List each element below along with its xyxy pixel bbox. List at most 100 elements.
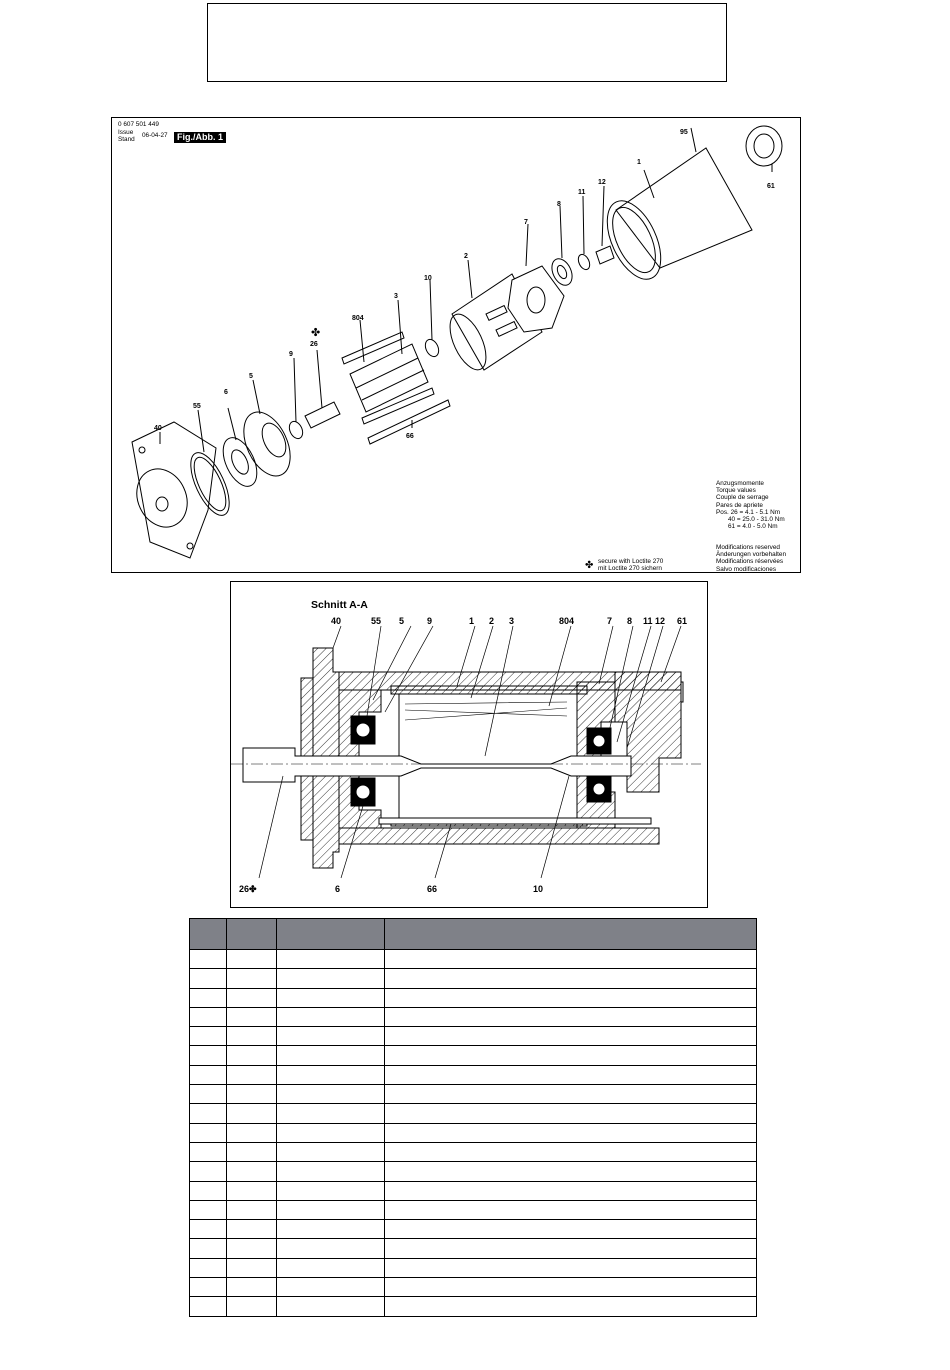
table-cell <box>384 1045 757 1066</box>
loctite-symbol-icon: ✤ <box>311 326 320 339</box>
part-label: 12 <box>598 179 606 186</box>
table-cell <box>276 1141 385 1163</box>
table-cell <box>189 1277 227 1298</box>
table-header-row <box>189 918 757 950</box>
section-part-numbers: 40 55 5 9 1 2 3 804 7 8 11 12 61 26✤ 6 6… <box>239 616 687 894</box>
table-cell <box>189 1064 227 1086</box>
table-cell <box>226 1277 277 1298</box>
torque-values: Anzugsmomente Torque values Couple de se… <box>716 480 800 530</box>
table-cell <box>384 1296 757 1317</box>
part-label: 3 <box>394 293 398 300</box>
table-cell <box>384 1219 757 1240</box>
part-label: 5 <box>249 373 253 380</box>
loctite-note: secure with Loctite 270 mit Loctite 270 … <box>598 558 663 572</box>
table-row <box>189 1103 757 1124</box>
table-cell <box>384 1257 757 1279</box>
part-label: 7 <box>524 219 528 226</box>
table-cell <box>189 1084 227 1105</box>
table-cell <box>384 1026 757 1047</box>
part-label: 8 <box>557 201 561 208</box>
table-cell <box>226 1238 277 1259</box>
section-label: 12 <box>655 616 665 626</box>
table-cell <box>384 948 757 970</box>
table-row <box>189 1161 757 1182</box>
table-row <box>189 987 757 1008</box>
table-cell <box>226 987 277 1008</box>
table-row <box>189 1026 757 1047</box>
doc-number: 0 607 501 449 <box>118 121 159 128</box>
exploded-drawing: 95 1 61 12 11 8 7 2 10 3 804 26 9 5 6 55… <box>131 125 783 571</box>
torque-line: Couple de serrage <box>716 494 769 502</box>
part-label: 6 <box>224 389 228 396</box>
table-cell <box>276 1064 385 1086</box>
table-cell <box>276 1219 385 1240</box>
figure-label: Fig./Abb. 1 <box>174 132 226 143</box>
table-cell <box>276 1006 385 1028</box>
table-cell <box>276 1084 385 1105</box>
table-row <box>189 1180 757 1201</box>
table-header-cell <box>384 918 757 950</box>
table-cell <box>226 968 277 989</box>
modification-notes: Modifications reserved Änderungen vorbeh… <box>716 544 786 572</box>
table-cell <box>276 1257 385 1279</box>
section-label: 10 <box>533 884 543 894</box>
table-cell <box>226 1219 277 1240</box>
exploded-view-figure: 0 607 501 449 Issue Stand 06-04-27 Fig./… <box>111 117 801 573</box>
table-row <box>189 1257 757 1279</box>
table-cell <box>226 1084 277 1105</box>
section-label: 5 <box>399 616 404 626</box>
table-row <box>189 1045 757 1066</box>
section-label: 804 <box>559 616 574 626</box>
table-cell <box>226 1064 277 1086</box>
section-label: 55 <box>371 616 381 626</box>
section-label: 40 <box>331 616 341 626</box>
table-cell <box>384 1199 757 1221</box>
table-cell <box>276 1199 385 1221</box>
part-label: 95 <box>680 129 688 136</box>
table-row <box>189 1238 757 1259</box>
part-label: 26 <box>310 341 318 348</box>
table-cell <box>189 1238 227 1259</box>
table-cell <box>189 987 227 1008</box>
table-cell <box>226 1026 277 1047</box>
table-cell <box>384 968 757 989</box>
torque-line: Torque values <box>716 487 756 495</box>
table-cell <box>384 1141 757 1163</box>
section-label: 6 <box>335 884 340 894</box>
section-label: 9 <box>427 616 432 626</box>
part-label: 1 <box>637 159 641 166</box>
torque-line: 40 = 25.0 - 31.0 Nm <box>728 516 785 524</box>
table-cell <box>384 987 757 1008</box>
table-cell <box>276 1045 385 1066</box>
table-row <box>189 948 757 970</box>
part-label: 66 <box>406 433 414 440</box>
section-view-figure: Schnitt A-A <box>230 581 708 908</box>
table-cell <box>189 1045 227 1066</box>
table-row <box>189 1141 757 1163</box>
issue-label: Issue <box>118 129 134 136</box>
part-label: 9 <box>289 351 293 358</box>
table-cell <box>226 1199 277 1221</box>
issue-date: 06-04-27 <box>142 132 168 139</box>
loctite-line: secure with Loctite 270 <box>598 558 664 565</box>
table-cell <box>226 1006 277 1028</box>
torque-line: Anzugsmomente <box>716 480 764 487</box>
part-label: 11 <box>578 189 586 196</box>
table-cell <box>276 1277 385 1298</box>
table-row <box>189 1084 757 1105</box>
table-cell <box>384 1103 757 1124</box>
table-cell <box>384 1006 757 1028</box>
table-cell <box>276 1026 385 1047</box>
section-label: 26✤ <box>239 884 257 894</box>
modification-line: Änderungen vorbehalten <box>716 551 786 559</box>
modification-line: Modifications reserved <box>716 544 780 551</box>
table-cell <box>384 1238 757 1259</box>
table-cell <box>226 1296 277 1317</box>
loctite-symbol-icon: ✤ <box>585 560 593 571</box>
table-body <box>189 948 757 1317</box>
section-title: Schnitt A-A <box>311 599 368 611</box>
table-header-cell <box>189 918 227 950</box>
table-cell <box>384 1180 757 1201</box>
stand-label: Stand <box>118 136 135 143</box>
table-cell <box>189 1296 227 1317</box>
